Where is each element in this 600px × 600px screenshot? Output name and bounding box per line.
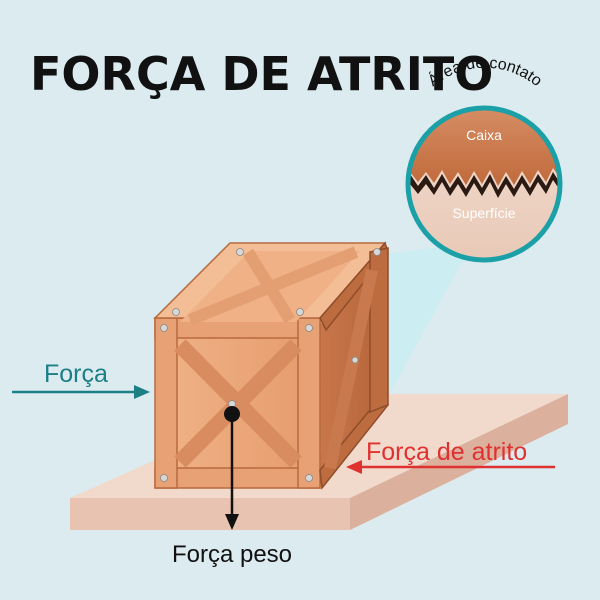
- weight-force-arrow: [224, 406, 240, 530]
- zoom-bottom-label: Superfície: [452, 205, 515, 221]
- friction-force-arrow: [346, 460, 555, 474]
- applied-force-arrow: [12, 385, 150, 399]
- contact-zoom-circle: Caixa Superfície: [405, 105, 563, 263]
- friction-force-label: Força de atrito: [366, 438, 527, 466]
- zoom-top-label: Caixa: [466, 127, 502, 143]
- wooden-crate: [153, 241, 389, 490]
- page-title: FORÇA DE ATRITO: [30, 47, 493, 101]
- zoom-beam: [375, 238, 520, 408]
- weight-force-label: Força peso: [172, 541, 292, 568]
- applied-force-label: Força: [44, 360, 108, 388]
